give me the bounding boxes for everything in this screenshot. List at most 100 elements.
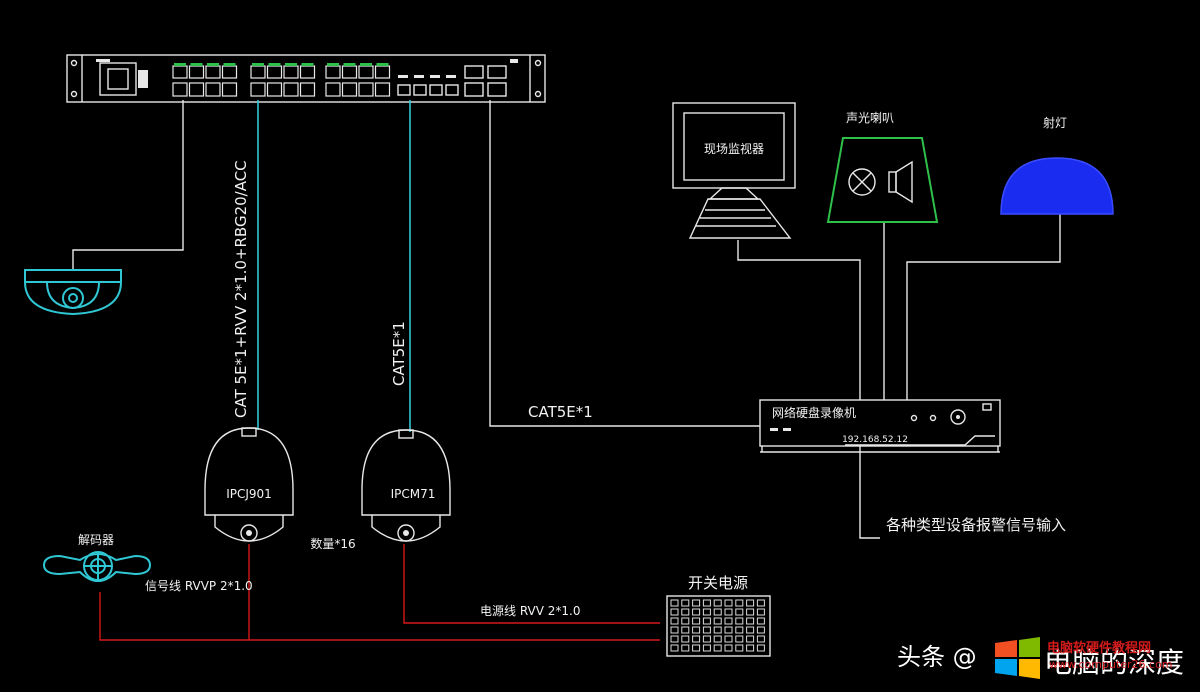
power-line-label: 电源线 RVV 2*1.0	[480, 604, 580, 618]
switch-port-icon	[299, 82, 316, 97]
monitor-icon: 现场监视器	[672, 102, 796, 239]
terminal-icon	[702, 599, 711, 607]
terminal-icon	[746, 626, 755, 634]
power-supply-icon: 开关电源	[666, 574, 771, 657]
switch-port-icon	[205, 65, 221, 79]
switch-port-icon	[205, 82, 221, 97]
terminal-icon	[702, 617, 711, 625]
network-switch	[66, 54, 546, 103]
decoder-icon: 解码器	[42, 533, 152, 582]
terminal-icon	[735, 635, 744, 643]
terminal-icon	[681, 617, 690, 625]
switch-port-icon	[221, 65, 238, 79]
terminal-icon	[735, 599, 744, 607]
switch-port-icon	[250, 82, 266, 97]
switch-port-icon	[325, 82, 341, 97]
switch-port-icon	[283, 82, 299, 97]
terminal-icon	[681, 626, 690, 634]
terminal-icon	[713, 635, 722, 643]
terminal-icon	[692, 626, 701, 634]
windows-logo-icon	[995, 637, 1040, 679]
switch-port-icon	[299, 65, 316, 79]
switch-port-icon	[172, 82, 188, 97]
switch-port-icon	[283, 65, 299, 79]
terminal-icon	[756, 635, 765, 643]
terminal-icon	[746, 608, 755, 616]
terminal-icon	[756, 608, 765, 616]
watermark-prefix: 头条 @	[897, 643, 977, 671]
terminal-icon	[724, 599, 733, 607]
terminal-icon	[735, 617, 744, 625]
watermark: 头条 @ 电脑的深度 电脑软硬件教程网 www.computer26.com	[897, 637, 1184, 679]
terminal-icon	[746, 635, 755, 643]
terminal-icon	[692, 635, 701, 643]
watermark-site-url: www.computer26.com	[1049, 658, 1173, 671]
terminal-icon	[724, 635, 733, 643]
dome-camera-icon	[24, 269, 122, 316]
signal-line-label: 信号线 RVVP 2*1.0	[145, 579, 253, 593]
terminal-icon	[670, 644, 679, 652]
monitor-label: 现场监视器	[704, 141, 764, 156]
ptz-camera-2-icon: IPCM71	[361, 429, 451, 542]
terminal-icon	[746, 599, 755, 607]
switch-port-icon	[341, 82, 358, 97]
terminal-icon	[713, 626, 722, 634]
switch-port-icon	[250, 65, 266, 79]
terminal-icon	[746, 644, 755, 652]
switch-port-icon	[358, 82, 374, 97]
terminal-icon	[692, 644, 701, 652]
nvr-label: 网络硬盘录像机	[772, 405, 856, 420]
terminal-icon	[756, 599, 765, 607]
cable-cat5e-vertical-label: CAT5E*1	[390, 321, 408, 386]
siren-label: 声光喇叭	[846, 110, 894, 125]
terminal-icon	[724, 626, 733, 634]
switch-port-icon	[325, 65, 341, 79]
terminal-icon	[670, 635, 679, 643]
terminal-icon	[756, 617, 765, 625]
siren-icon: 声光喇叭	[826, 110, 939, 223]
terminal-icon	[724, 608, 733, 616]
terminal-icon	[702, 644, 711, 652]
terminal-icon	[692, 608, 701, 616]
terminal-icon	[702, 635, 711, 643]
terminal-icon	[692, 599, 701, 607]
switch-port-icon	[358, 65, 374, 79]
terminal-icon	[670, 599, 679, 607]
terminal-icon	[724, 617, 733, 625]
switch-port-icon	[188, 82, 205, 97]
nvr-device-icon: 网络硬盘录像机 192.168.52.12	[759, 399, 1001, 453]
camera-2-label: IPCM71	[391, 487, 436, 501]
switch-port-icon	[341, 65, 358, 79]
terminal-icon	[681, 608, 690, 616]
switch-port-icon	[188, 65, 205, 79]
cable-poe-label: CAT 5E*1+RVV 2*1.0+RBG20/ACC	[232, 160, 250, 418]
power-supply-label: 开关电源	[688, 574, 748, 592]
terminal-icon	[702, 626, 711, 634]
terminal-icon	[724, 644, 733, 652]
switch-port-icon	[266, 65, 283, 79]
terminal-icon	[670, 626, 679, 634]
nvr-ip-label: 192.168.52.12	[842, 435, 908, 445]
terminal-icon	[713, 608, 722, 616]
terminal-icon	[702, 608, 711, 616]
switch-port-icon	[221, 82, 238, 97]
terminal-icon	[670, 608, 679, 616]
terminal-icon	[735, 644, 744, 652]
terminal-icon	[692, 617, 701, 625]
switch-port-icon	[266, 82, 283, 97]
terminal-icon	[756, 626, 765, 634]
terminal-icon	[713, 617, 722, 625]
terminal-icon	[713, 599, 722, 607]
terminal-icon	[713, 644, 722, 652]
watermark-site-title: 电脑软硬件教程网	[1047, 640, 1151, 656]
terminal-icon	[681, 635, 690, 643]
alarm-input-label: 各种类型设备报警信号输入	[886, 516, 1066, 534]
switch-port-icon	[374, 82, 391, 97]
watermark-name: 电脑的深度	[1044, 646, 1184, 679]
terminal-icon	[756, 644, 765, 652]
terminal-icon	[681, 644, 690, 652]
cable-cat5e-horizontal-label: CAT5E*1	[528, 403, 593, 421]
terminal-icon	[735, 608, 744, 616]
switch-port-icon	[172, 65, 188, 79]
